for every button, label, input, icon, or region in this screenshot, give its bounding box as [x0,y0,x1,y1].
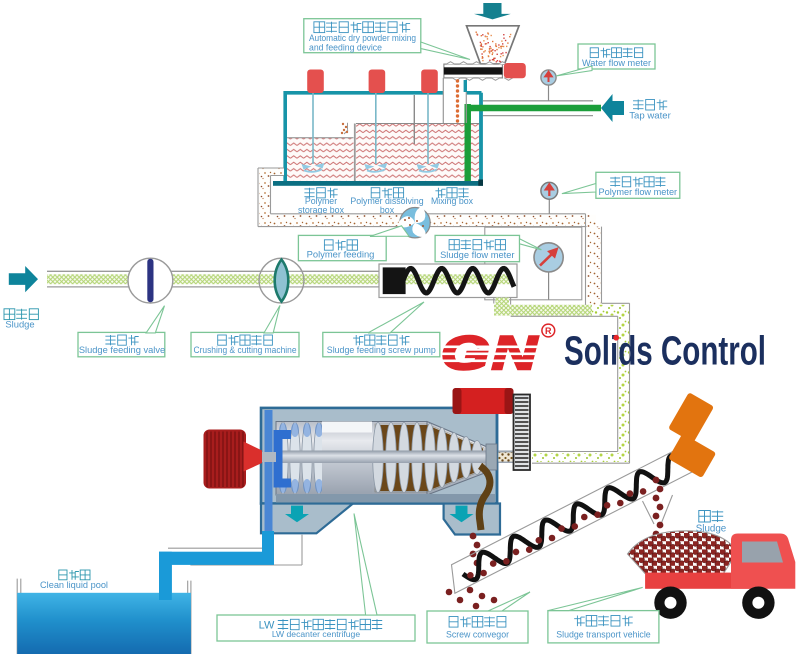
svg-text:Clean liquid pool: Clean liquid pool [40,580,108,590]
svg-text:Crushing & cutting machine: Crushing & cutting machine [194,345,297,355]
svg-text:Sludge: Sludge [696,524,727,535]
svg-text:and feeding device: and feeding device [309,41,382,52]
svg-text:Sludge transport vehicle: Sludge transport vehicle [556,630,650,640]
svg-text:LW decanter centrifuge: LW decanter centrifuge [272,629,360,639]
svg-text:box: box [380,205,395,215]
svg-text:R: R [545,326,552,336]
svg-text:Polymer dissolving: Polymer dissolving [350,196,423,206]
svg-text:Water flow meter: Water flow meter [582,58,651,68]
svg-text:Sludge feeding screw pump: Sludge feeding screw pump [327,345,436,355]
svg-text:Sludge: Sludge [5,319,34,330]
svg-text:Mixing box: Mixing box [431,196,474,206]
svg-text:Sludge flow meter: Sludge flow meter [440,250,514,260]
svg-text:Polymer feeding: Polymer feeding [307,249,375,260]
svg-text:Screw convegor: Screw convegor [446,630,509,640]
svg-text:Sludge feeding valve: Sludge feeding valve [79,345,165,355]
svg-text:Automatic dry powder mixing: Automatic dry powder mixing [309,32,416,43]
svg-text:LW: LW [259,619,275,631]
svg-text:Polymer: Polymer [305,196,337,206]
svg-text:storage box: storage box [298,205,345,215]
svg-text:Polymer flow meter: Polymer flow meter [598,187,677,197]
svg-text:Solids Control: Solids Control [564,328,766,374]
svg-text:Tap water: Tap water [629,111,671,122]
